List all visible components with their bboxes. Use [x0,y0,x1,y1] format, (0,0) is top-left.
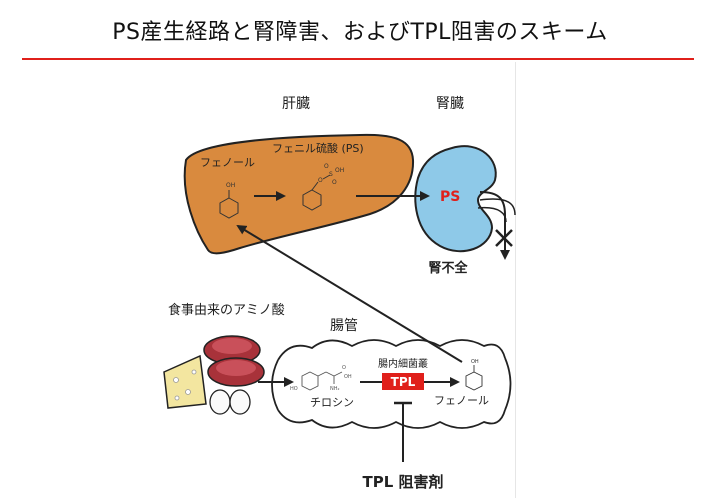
svg-text:OH: OH [344,374,352,380]
phenyl-sulfate-molecule-icon: O S O OH O [302,163,344,211]
renal-vessel-1 [479,198,516,216]
liver-label: 肝臓 [282,96,310,112]
renal-vessel-2 [477,206,507,223]
tpl-enzyme-box [382,373,424,390]
kidney-label: 腎臓 [436,96,464,112]
meat-icon [203,335,265,387]
kidney-shape [414,145,497,253]
tyrosine-label: チロシン [310,396,354,409]
svg-text:OH: OH [226,182,235,189]
blocked-cross-icon [495,229,513,247]
phenol-liver-label: フェノール [200,156,255,169]
svg-text:O: O [342,365,346,371]
tpl-label: TPL [391,375,416,389]
egg-icon [209,389,251,415]
svg-text:NH₂: NH₂ [330,386,340,392]
ps-label: PS [440,189,460,205]
phenol-liver-molecule-icon: OH [219,182,239,219]
intestine-label: 腸管 [330,318,358,334]
arrow-gut-to-liver [236,224,463,363]
inhibition-bar-icon [394,401,412,462]
divider-line [515,62,516,498]
phenol-gut-molecule-icon: OH [465,359,483,391]
page-title: PS産生経路と腎障害、およびTPL阻害のスキーム [112,20,608,45]
dietary-amino-acids-label: 食事由来のアミノ酸 [168,302,285,318]
svg-text:OH: OH [471,359,479,365]
title-underline [22,58,694,60]
cheese-icon [163,354,207,409]
svg-text:O: O [318,177,323,184]
intestine-shape [271,339,512,429]
svg-text:OH: OH [335,167,344,174]
liver-shape [183,133,415,255]
svg-text:O: O [324,163,329,170]
gut-bacteria-label: 腸内細菌叢 [378,357,428,370]
tpl-inhibitor-label: TPL 阻害剤 [362,473,443,491]
phenol-gut-label: フェノール [434,394,489,407]
phenyl-sulfate-label: フェニル硫酸 (PS) [272,141,364,155]
svg-text:S: S [329,171,333,178]
svg-text:O: O [332,179,337,186]
renal-failure-label: 腎不全 [428,260,468,276]
svg-text:HO: HO [290,386,298,392]
tyrosine-molecule-icon: NH₂ O OH HO [290,365,352,392]
